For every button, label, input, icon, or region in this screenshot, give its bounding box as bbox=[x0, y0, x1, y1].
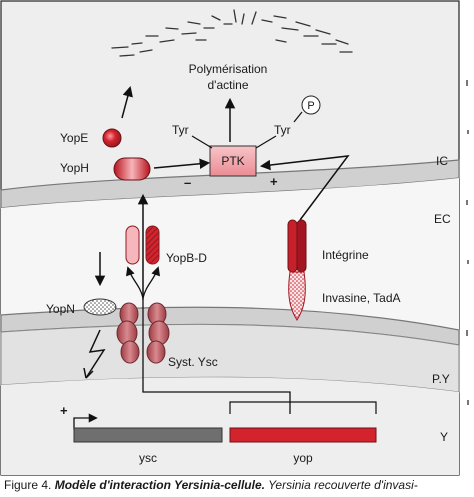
integrine-label: Intégrine bbox=[322, 248, 369, 262]
plus-sign-promoter: + bbox=[60, 403, 68, 418]
integrin-signal-arrow bbox=[259, 155, 350, 221]
tyr-left-line bbox=[191, 135, 213, 149]
yopn-protein bbox=[83, 298, 117, 316]
yoph-protein bbox=[113, 157, 151, 181]
tyr-left-label: Tyr bbox=[172, 123, 189, 137]
ec-label: EC bbox=[434, 212, 451, 226]
actine-label: d'actine bbox=[208, 78, 249, 92]
invasine-protein bbox=[288, 271, 306, 321]
invasine-label: Invasine, TadA bbox=[322, 291, 401, 305]
tyr-right-label: Tyr bbox=[274, 123, 291, 137]
y-label: Y bbox=[440, 430, 448, 444]
yopn-label: YopN bbox=[46, 302, 75, 316]
yop-gene-bar bbox=[229, 427, 377, 443]
edge-speckles bbox=[466, 80, 469, 405]
caption-prefix: Figure 4. bbox=[4, 478, 55, 492]
promoter-arrow bbox=[73, 413, 98, 430]
ysc-gene-label: ysc bbox=[139, 451, 157, 465]
ptk-label: PTK bbox=[221, 154, 244, 168]
translocation-branch-right bbox=[142, 266, 161, 299]
caption-title: Modèle d'interaction Yersinia-cellule. bbox=[54, 478, 265, 492]
integrin-right bbox=[296, 219, 307, 273]
bolt-tip bbox=[83, 367, 94, 379]
caption-italic: Yersinia bbox=[264, 478, 311, 492]
caption-rest: recouverte d'invasi- bbox=[310, 478, 418, 492]
phosphate-link bbox=[293, 111, 303, 123]
yope-protein bbox=[102, 128, 122, 148]
translocation-branch-left bbox=[125, 266, 144, 299]
syst-ysc-label: Syst. Ysc bbox=[168, 355, 218, 369]
yopn-signal-bolt bbox=[85, 329, 106, 379]
integrin-left bbox=[287, 219, 298, 273]
phosphate-circle bbox=[301, 95, 321, 115]
yoph-inhibit-arrow bbox=[153, 158, 211, 170]
yopd-pore bbox=[145, 225, 160, 265]
plus-sign-ptk: + bbox=[270, 174, 278, 189]
ysc-secretion-system bbox=[116, 302, 170, 364]
yop-regulation-line bbox=[142, 300, 291, 414]
diagram: Polymérisation d'actine YopE YopH – PTK … bbox=[0, 0, 469, 476]
minus-sign: – bbox=[184, 175, 191, 190]
yopb-pore bbox=[125, 225, 140, 265]
yoph-label: YopH bbox=[60, 161, 89, 175]
extracellular-space bbox=[1, 178, 459, 330]
figure-caption: Figure 4. Modèle d'interaction Yersinia-… bbox=[4, 478, 474, 497]
ptk-box bbox=[209, 145, 257, 177]
yopb-d-label: YopB-D bbox=[166, 251, 207, 265]
yope-label: YopE bbox=[60, 131, 88, 145]
ysc-gene-bar bbox=[73, 427, 223, 443]
yop-gene-label: yop bbox=[293, 451, 313, 465]
tyr-right-line bbox=[255, 135, 277, 149]
py-label: P.Y bbox=[432, 372, 450, 386]
yop-bracket bbox=[229, 401, 377, 414]
ic-label: IC bbox=[436, 154, 448, 168]
phosphate-label: P bbox=[307, 100, 314, 112]
polymerisation-label: Polymérisation bbox=[189, 62, 268, 76]
yope-arrow bbox=[121, 85, 133, 119]
actin-filaments-icon bbox=[111, 9, 353, 57]
